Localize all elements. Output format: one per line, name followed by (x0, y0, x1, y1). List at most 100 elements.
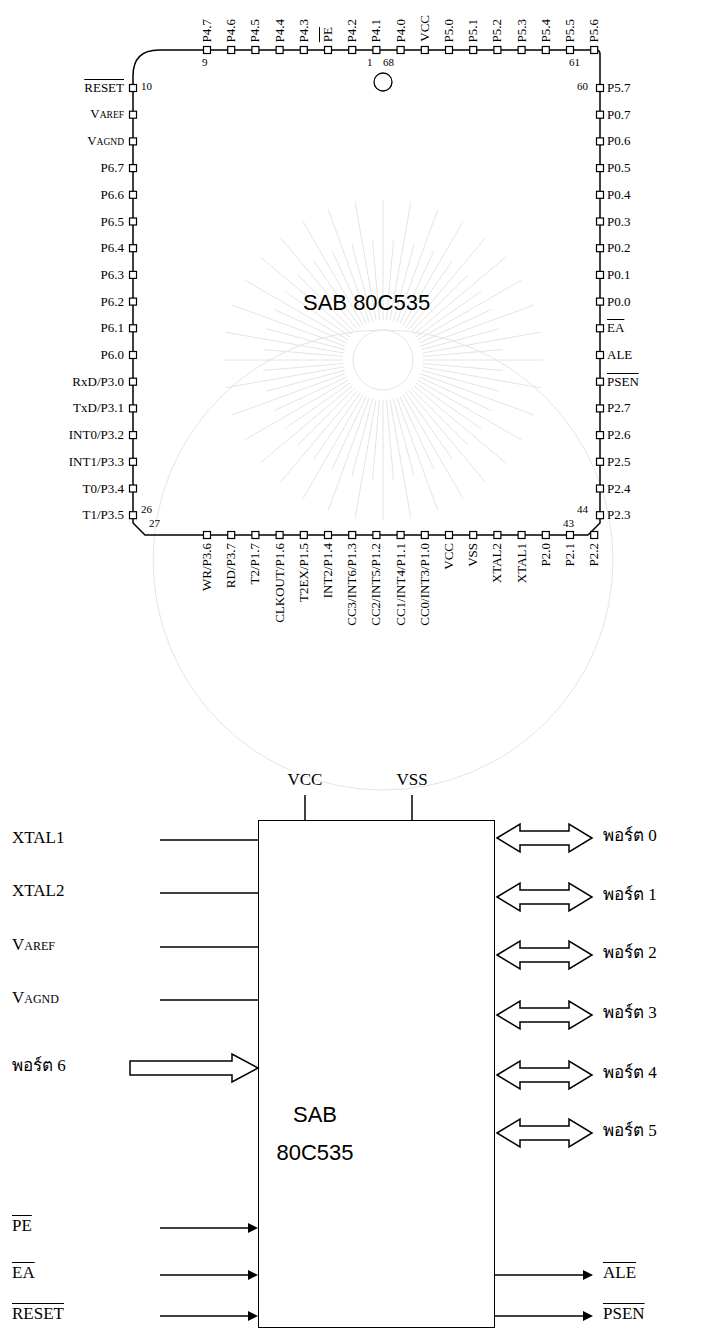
watermark-ring (353, 330, 413, 390)
pin-label: P5.1 (465, 19, 481, 42)
pin-pad (421, 47, 428, 54)
bus-arrow (497, 1119, 592, 1147)
watermark-ray (411, 388, 468, 445)
package-outline (133, 50, 600, 535)
pin-label: VSS (465, 543, 481, 567)
watermark-ray (423, 360, 543, 361)
pin-pad (591, 532, 598, 539)
pin-label: P5.6 (586, 19, 602, 42)
pin-pad (130, 111, 137, 118)
pin-pad (446, 47, 453, 54)
pin-label: VAGND (87, 133, 124, 150)
pin-pad (567, 47, 574, 54)
pin-label: P2.5 (607, 454, 630, 470)
arrowhead (583, 1270, 593, 1280)
pin-pad (373, 47, 380, 54)
pin-label: XTAL1 (514, 543, 530, 583)
pin-label: T1/P3.5 (82, 507, 124, 523)
pin-pad (567, 532, 574, 539)
pin-pad (494, 47, 501, 54)
watermark-ray (263, 363, 343, 370)
pin-pad (204, 532, 211, 539)
watermark-ray (355, 399, 376, 517)
pin-label: T2EX/P1.5 (296, 543, 312, 602)
signal-label: พอร์ต 0 (603, 826, 657, 846)
pin-pad (252, 532, 259, 539)
pin-label: RxD/P3.0 (72, 374, 124, 390)
watermark-ray (397, 398, 438, 511)
pin-pad (597, 191, 604, 198)
watermark (153, 200, 613, 790)
signal-label: พอร์ต 2 (603, 943, 657, 963)
pin-pad (597, 111, 604, 118)
vagnd-wire (160, 999, 258, 1001)
pin-pad (597, 218, 604, 225)
pin-label: RESET (84, 80, 124, 96)
pin-pad (130, 191, 137, 198)
pin-label: P2.2 (586, 543, 602, 566)
watermark-ray (244, 380, 348, 440)
watermark-ray (225, 332, 343, 353)
watermark-ray (233, 374, 346, 415)
ale-wire (495, 1274, 583, 1276)
pin-pad (228, 47, 235, 54)
pin-pad (494, 532, 501, 539)
watermark-ray (390, 399, 411, 517)
pin-number: 68 (383, 56, 394, 68)
pin-pad (542, 47, 549, 54)
pin-label: P2.6 (607, 427, 630, 443)
block-wires (130, 795, 592, 1316)
signal-label: VAGND (12, 988, 59, 1009)
signal-label: ALE (603, 1263, 636, 1283)
signal-label: พอร์ต 5 (603, 1121, 657, 1141)
pin-pad (470, 532, 477, 539)
pin-pad (591, 47, 598, 54)
pin-pad (397, 532, 404, 539)
watermark-ray (314, 393, 360, 459)
xtal1-wire (160, 839, 258, 841)
chip-name: SAB 80C535 (303, 290, 430, 316)
supply-label: VSS (397, 770, 428, 790)
pin-label: P5.5 (562, 19, 578, 42)
pin-number: 9 (202, 56, 208, 68)
signal-label: EA (12, 1263, 35, 1283)
pin-label: INT0/P3.2 (69, 427, 124, 443)
pin-number: 26 (141, 503, 152, 515)
arrowhead (248, 1311, 258, 1321)
pin-pad (518, 47, 525, 54)
arrowhead (248, 1223, 258, 1233)
pin-pad (130, 352, 137, 359)
pin-pad (446, 532, 453, 539)
watermark-ray (285, 383, 351, 429)
watermark-ray (280, 237, 357, 329)
watermark-ring (153, 330, 613, 790)
watermark-ray (328, 398, 369, 511)
pin-number: 44 (577, 503, 588, 515)
watermark-ray (260, 386, 352, 463)
pin-pad (130, 325, 137, 332)
arrowhead (583, 1311, 593, 1321)
signal-label: พอร์ต 3 (603, 1003, 657, 1023)
pin-label: P2.1 (562, 543, 578, 566)
pin-label: INT1/P3.3 (69, 454, 124, 470)
pin-pad (597, 458, 604, 465)
pin-pad (470, 47, 477, 54)
watermark-ray (423, 350, 503, 357)
bus-arrow (497, 883, 592, 911)
pin-pad (597, 352, 604, 359)
pin-label: P6.0 (101, 347, 124, 363)
pin-pad (518, 532, 525, 539)
pin-label: CC0/INT3/P1.0 (417, 543, 433, 626)
signal-label: PE (12, 1216, 32, 1236)
pin-pad (597, 165, 604, 172)
pin-pad (597, 245, 604, 252)
pin-label: P2.4 (607, 481, 630, 497)
pin-label: T0/P3.4 (82, 481, 124, 497)
pin-label: PE (320, 27, 336, 42)
pin-label: P4.5 (247, 19, 263, 42)
ea-wire (160, 1274, 248, 1276)
pin-label: CC1/INT4/P1.1 (393, 543, 409, 626)
pin-label: P6.2 (101, 294, 124, 310)
pin-label: P4.2 (344, 19, 360, 42)
pin-label: P6.1 (101, 320, 124, 336)
